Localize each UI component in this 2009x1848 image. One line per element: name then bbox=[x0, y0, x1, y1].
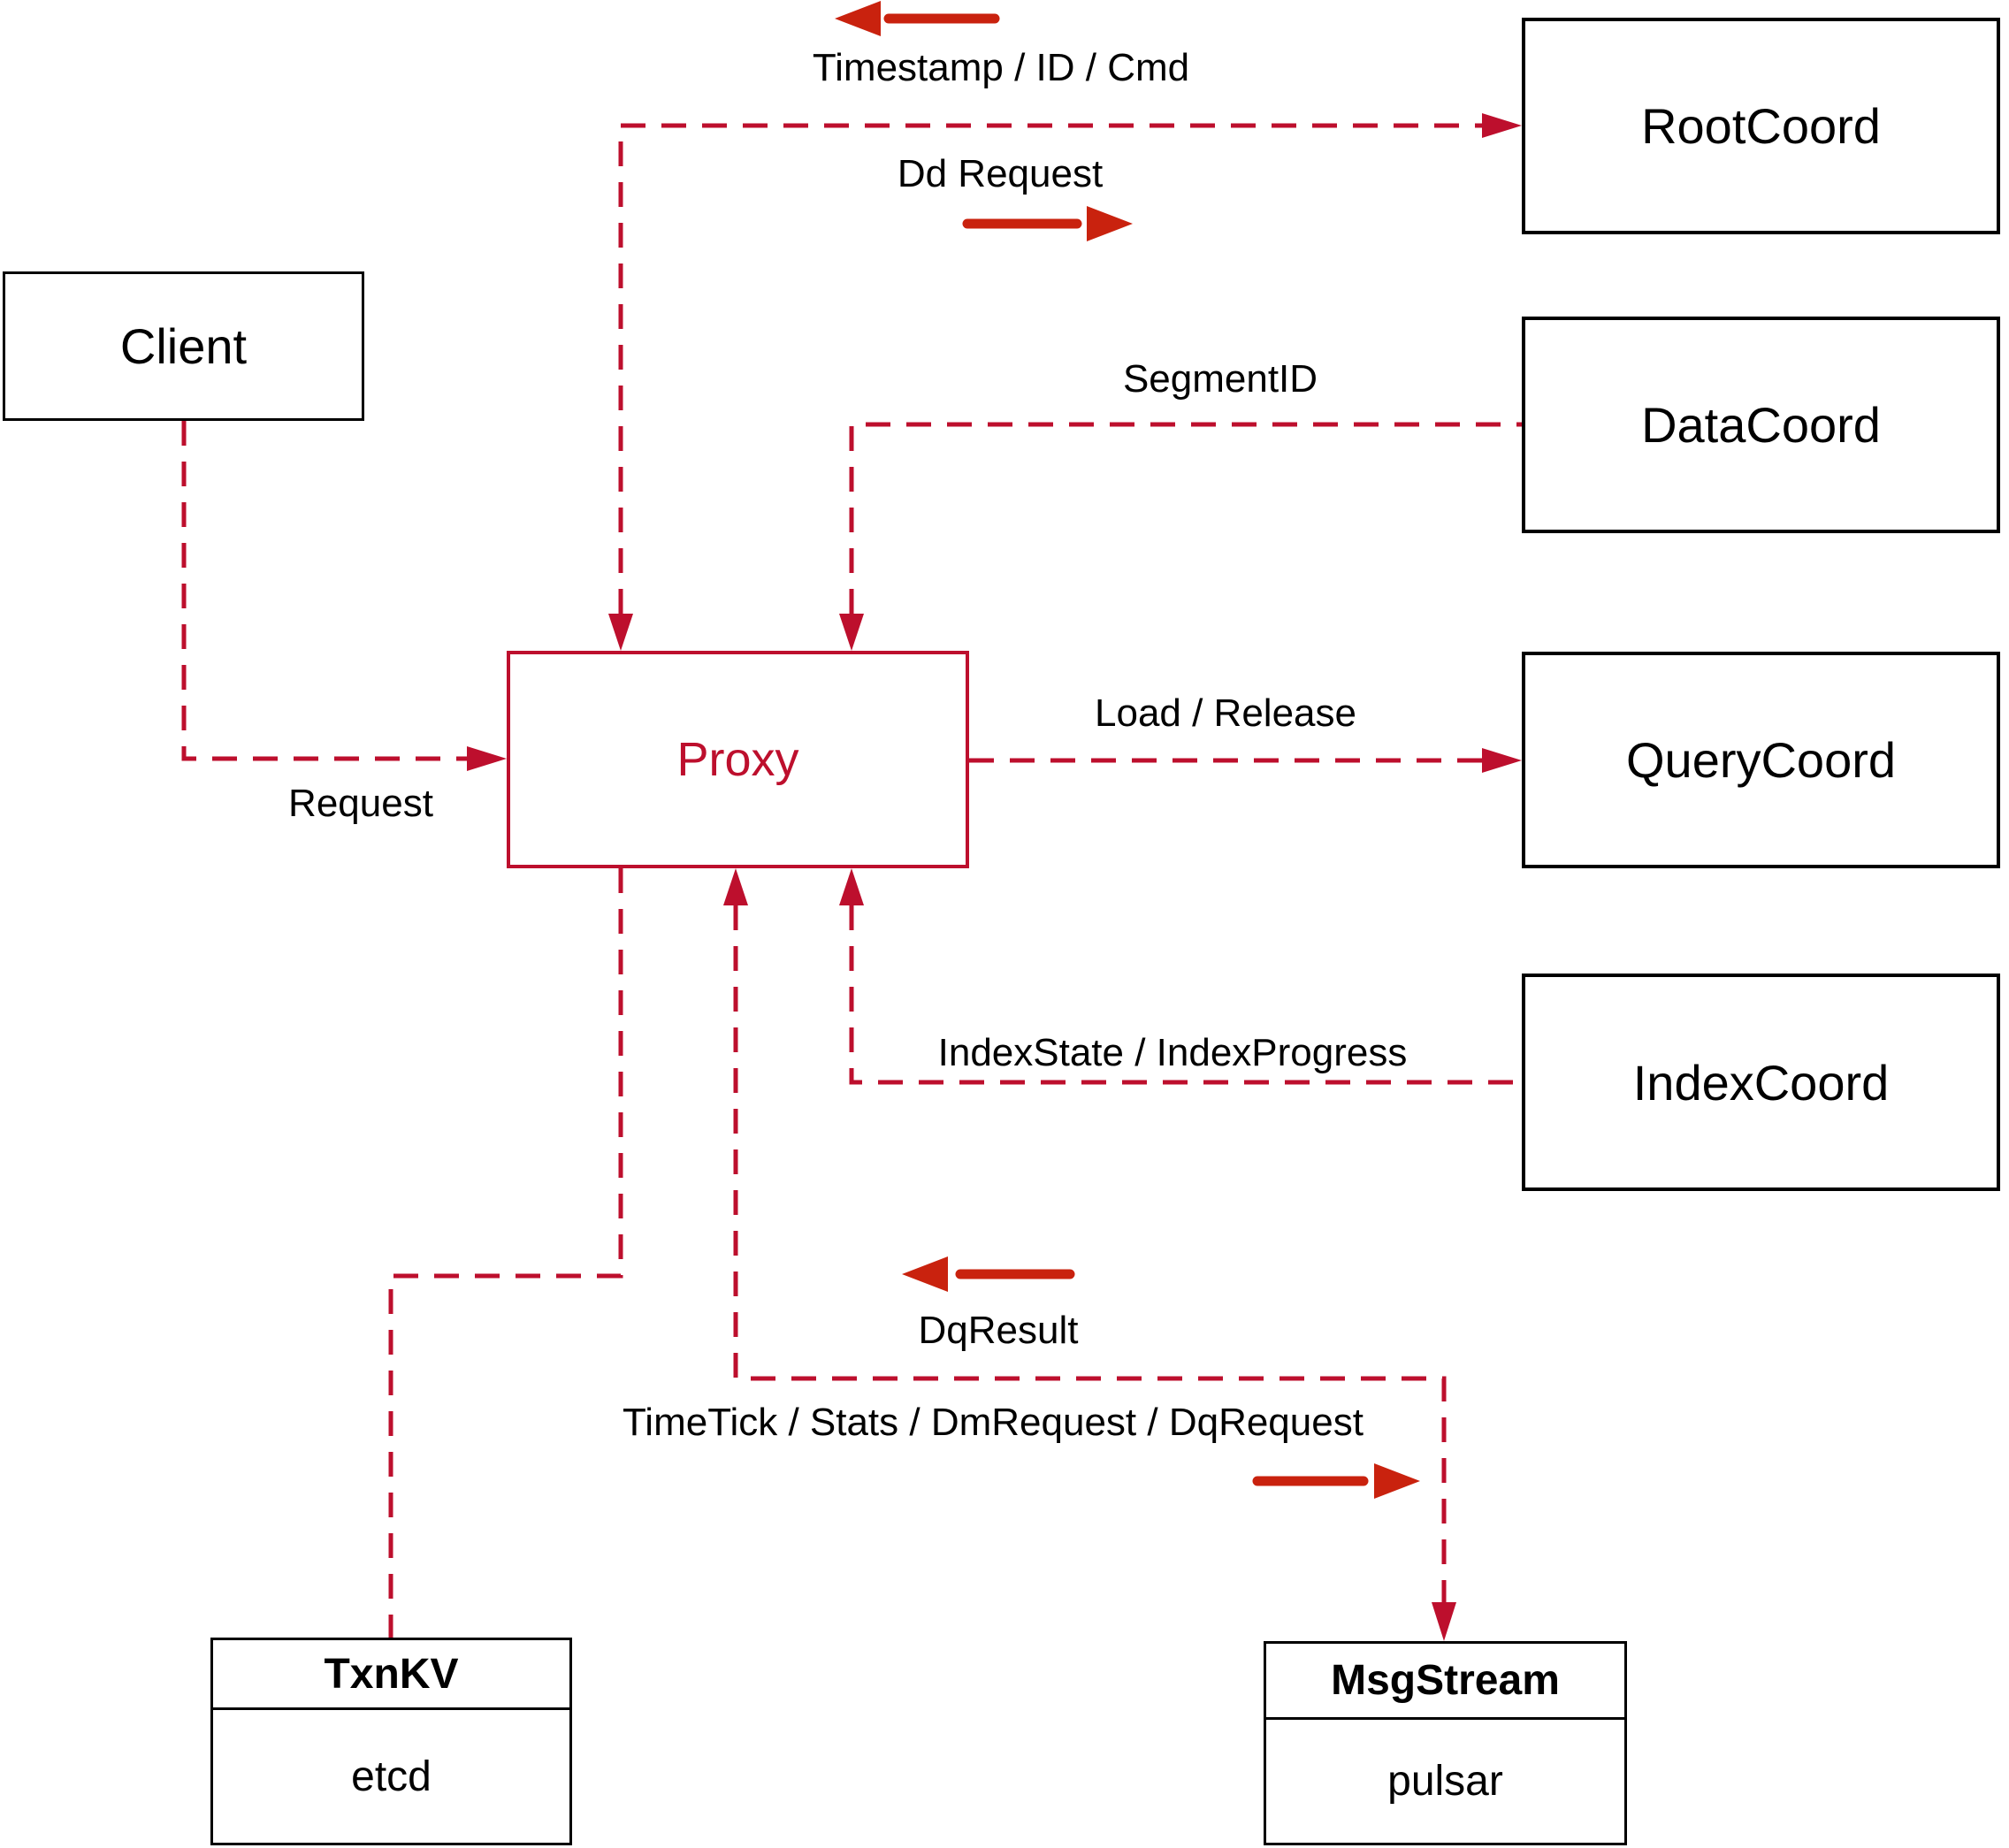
edge-label-dd-request: Dd Request bbox=[897, 152, 1104, 195]
node-proxy: Proxy bbox=[507, 651, 969, 868]
edge-label-load-release: Load / Release bbox=[1095, 691, 1356, 735]
edge-label-dq-result: DqResult bbox=[918, 1309, 1079, 1352]
node-rootcoord: RootCoord bbox=[1522, 18, 2000, 234]
node-datacoord: DataCoord bbox=[1522, 317, 2000, 533]
direction-arrowhead-left-dqresult bbox=[902, 1256, 948, 1292]
arrowhead-into-msgstream bbox=[1432, 1602, 1456, 1641]
arrowhead-into-proxy-bottom-center bbox=[723, 868, 748, 905]
node-msgstream: MsgStream pulsar bbox=[1264, 1641, 1627, 1845]
edge-proxy-msgstream bbox=[733, 905, 1447, 1602]
arrowhead-into-proxy-bottom-right bbox=[839, 868, 864, 905]
arrowhead-into-proxy-top-right bbox=[839, 614, 864, 651]
direction-arrowhead-left-timestamp bbox=[835, 1, 881, 36]
node-querycoord: QueryCoord bbox=[1522, 652, 2000, 868]
edge-label-index-state-progress: IndexState / IndexProgress bbox=[937, 1031, 1408, 1074]
edge-proxy-rootcoord bbox=[618, 123, 1482, 614]
edge-proxy-txnkv bbox=[388, 868, 623, 1638]
arrowhead-into-proxy-left bbox=[467, 746, 507, 771]
txnkv-subtitle: etcd bbox=[351, 1753, 432, 1800]
edge-label-timestamp-id-cmd: Timestamp / ID / Cmd bbox=[812, 46, 1190, 89]
direction-arrowhead-right-timetick bbox=[1374, 1463, 1420, 1499]
edge-client-proxy bbox=[181, 421, 467, 761]
msgstream-title: MsgStream bbox=[1266, 1644, 1624, 1720]
arrowhead-into-rootcoord bbox=[1482, 113, 1522, 138]
edge-label-request: Request bbox=[288, 782, 433, 825]
txnkv-title: TxnKV bbox=[213, 1640, 569, 1710]
msgstream-subtitle: pulsar bbox=[1387, 1758, 1503, 1805]
node-client: Client bbox=[3, 271, 364, 421]
edge-indexcoord-proxy bbox=[849, 905, 1522, 1085]
edge-label-timetick-stats: TimeTick / Stats / DmRequest / DqRequest bbox=[623, 1401, 1364, 1444]
node-txnkv: TxnKV etcd bbox=[210, 1638, 572, 1845]
arrowhead-into-proxy-top-left bbox=[608, 614, 633, 651]
edge-datacoord-proxy bbox=[849, 422, 1522, 614]
arrowhead-into-querycoord bbox=[1482, 748, 1522, 773]
node-indexcoord: IndexCoord bbox=[1522, 974, 2000, 1191]
edge-label-segment-id: SegmentID bbox=[1122, 357, 1318, 401]
direction-arrowhead-right-dd-request bbox=[1087, 206, 1133, 241]
